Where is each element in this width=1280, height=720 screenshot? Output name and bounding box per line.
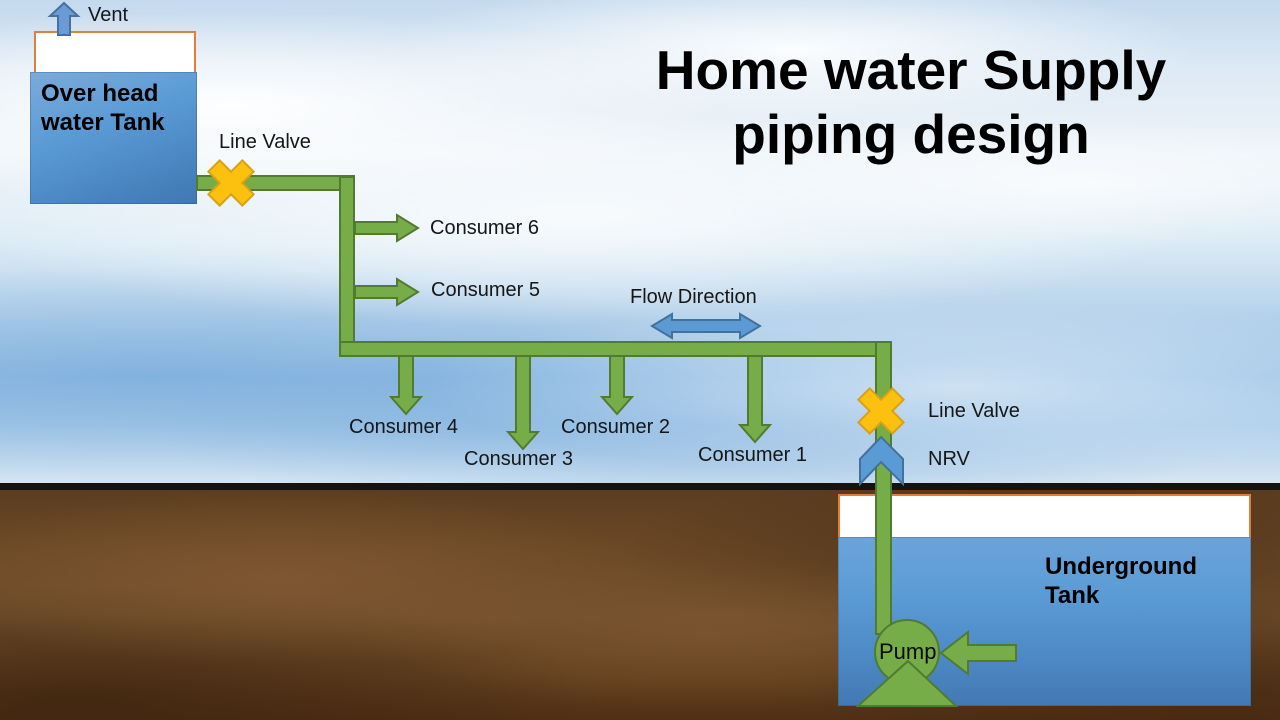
vent-label: Vent xyxy=(88,4,129,26)
consumer-2-arrow-icon xyxy=(599,355,635,416)
pipe-pump-riser xyxy=(875,341,892,635)
underground-tank-label: Underground Tank xyxy=(1045,553,1197,609)
page-title: Home water Supply piping design xyxy=(561,38,1261,166)
consumer-5-arrow-icon xyxy=(354,277,420,307)
line-valve-top-label: Line Valve xyxy=(219,131,311,153)
page-title-line2: piping design xyxy=(732,103,1090,165)
overhead-tank-water xyxy=(30,72,197,204)
pipe-main-header xyxy=(339,341,891,357)
line-valve-right-label: Line Valve xyxy=(928,400,1020,422)
consumer-3-label: Consumer 3 xyxy=(464,448,573,470)
pump-base-icon xyxy=(855,659,959,707)
line-valve-top-icon xyxy=(206,158,256,208)
overhead-tank-label: Over head water Tank xyxy=(41,80,165,136)
page-title-line1: Home water Supply xyxy=(655,39,1167,101)
pump-inlet-arrow-icon xyxy=(939,629,1017,677)
consumer-3-arrow-icon xyxy=(505,355,541,451)
pump-label: Pump xyxy=(879,639,937,664)
sky-background xyxy=(0,0,1280,483)
flow-direction-label: Flow Direction xyxy=(630,286,757,308)
consumer-4-arrow-icon xyxy=(388,355,424,416)
vent-arrow-icon xyxy=(47,1,81,36)
consumer-6-label: Consumer 6 xyxy=(430,217,539,239)
nrv-label: NRV xyxy=(928,448,970,470)
consumer-6-arrow-icon xyxy=(354,213,420,243)
consumer-5-label: Consumer 5 xyxy=(431,279,540,301)
ground-surface-line xyxy=(0,483,1280,490)
line-valve-right-icon xyxy=(856,386,906,436)
consumer-1-arrow-icon xyxy=(737,355,773,444)
pipe-left-riser xyxy=(339,176,355,357)
consumer-2-label: Consumer 2 xyxy=(561,416,670,438)
consumer-1-label: Consumer 1 xyxy=(698,444,807,466)
flow-direction-arrow-icon xyxy=(650,312,762,340)
nrv-chevron-icon xyxy=(859,435,904,487)
consumer-4-label: Consumer 4 xyxy=(349,416,458,438)
